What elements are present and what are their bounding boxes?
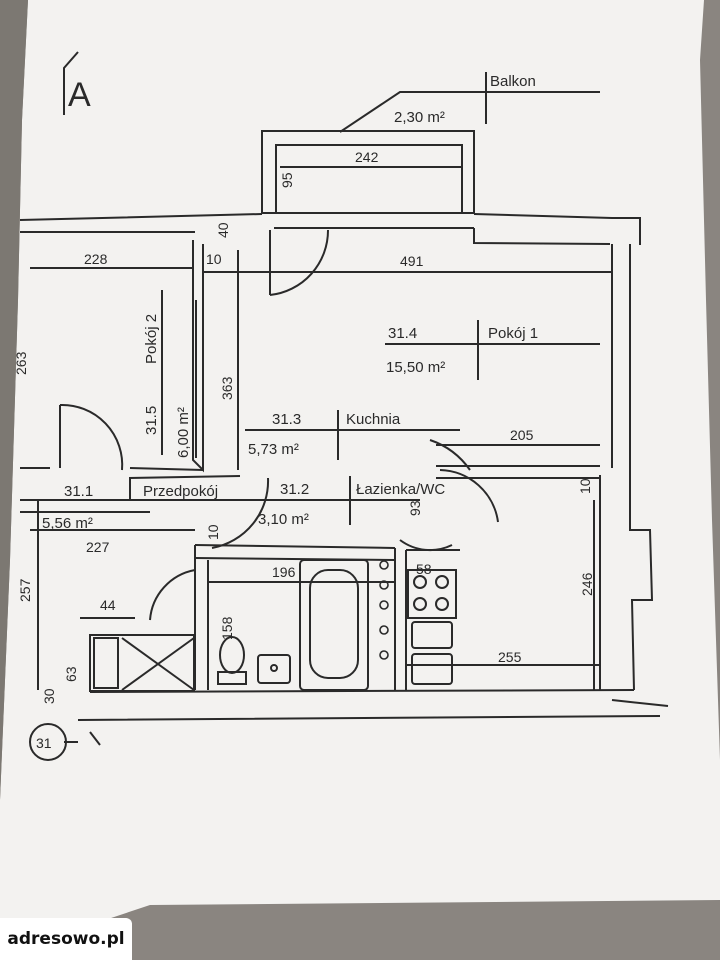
dim-44: 44 (100, 597, 116, 613)
pokoj2-area: 6,00 m² (175, 407, 192, 458)
dim-263: 263 (13, 351, 29, 375)
sheet-corner-mark (63, 51, 79, 115)
sheet-label: A (68, 76, 91, 114)
kuchnia-area: 5,73 m² (248, 441, 299, 458)
dim-95: 95 (279, 172, 295, 188)
marker-wall (64, 731, 101, 746)
fixture-dot (379, 580, 389, 590)
dim-255: 255 (498, 649, 522, 665)
dim-63: 63 (63, 666, 79, 682)
pokoj1-area: 15,50 m² (386, 359, 445, 376)
stove-burner-2 (435, 575, 449, 589)
dim-228: 228 (84, 251, 108, 267)
lazienka-name: Łazienka/WC (356, 481, 445, 498)
toilet-tank (217, 671, 247, 685)
room2-wall-bottom (20, 467, 204, 471)
hall-door (149, 569, 196, 621)
dim-10c: 10 (205, 524, 221, 540)
dim-58: 58 (416, 561, 432, 577)
vent-small (93, 637, 119, 689)
outer-wall-right (611, 244, 654, 691)
bathtub (299, 559, 369, 691)
kitchen-sink-2 (411, 653, 453, 685)
fixture-dots (379, 560, 389, 660)
vent-shaft (89, 634, 195, 692)
stove-burner-4 (435, 597, 449, 611)
pokoj2-num: 31.5 (143, 406, 160, 435)
room2-wall-right (192, 240, 204, 473)
dim-242: 242 (355, 149, 379, 165)
dim-205: 205 (510, 427, 534, 443)
kuchnia-name: Kuchnia (346, 411, 401, 428)
bathroom-door (211, 477, 270, 549)
outer-wall-bottom-ext (611, 699, 669, 707)
fixture-dot (379, 560, 389, 570)
bathroom-door-2 (399, 539, 453, 552)
pokoj1-num: 31.4 (388, 325, 417, 342)
bathroom-wall-right (394, 548, 407, 690)
vent-shaft-cross (121, 637, 195, 691)
corridor-wall (20, 475, 420, 501)
balkon-area: 2,30 m² (394, 109, 445, 126)
paper-shade (0, 0, 28, 800)
dim-40: 40 (215, 222, 231, 238)
balkon-name: Balkon (490, 73, 536, 90)
stove (407, 569, 457, 619)
lazienka-area: 3,10 m² (258, 511, 309, 528)
watermark-badge: adresowo.pl (0, 918, 132, 960)
fixture-dot (379, 650, 389, 660)
dim-10b: 10 (577, 478, 593, 494)
stove-burner-1 (413, 575, 427, 589)
bathtub-inner (309, 569, 359, 679)
washbasin (257, 654, 291, 684)
przedpokoj-name: Przedpokój (143, 483, 218, 500)
outer-wall-top (19, 213, 641, 245)
outer-wall-top-inner (20, 227, 611, 245)
room2-door (59, 403, 124, 471)
dim-93: 93 (407, 500, 423, 516)
kitchen-door (439, 469, 499, 523)
balcony-leader (339, 91, 600, 133)
dim-30: 30 (41, 688, 57, 704)
przedpokoj-area: 5,56 m² (42, 515, 93, 532)
pokoj1-name: Pokój 1 (488, 325, 538, 342)
watermark-text: adresowo.pl (7, 929, 125, 949)
kitchen-sink-1 (411, 621, 453, 649)
dim-196: 196 (272, 564, 296, 580)
marker-label: 31 (36, 735, 52, 751)
kuchnia-num: 31.3 (272, 411, 301, 428)
stove-burner-3 (413, 597, 427, 611)
dim-227: 227 (86, 539, 110, 555)
dim-363: 363 (219, 376, 235, 400)
dim-491: 491 (400, 253, 424, 269)
dim-10a: 10 (206, 251, 222, 267)
dim-257: 257 (17, 578, 33, 602)
room1-label-line (385, 320, 600, 380)
fixture-dot (379, 625, 389, 635)
kitchen-label-line (245, 410, 460, 460)
lazienka-num: 31.2 (280, 481, 309, 498)
kitchen-sweep (429, 439, 471, 471)
dim-158: 158 (219, 616, 235, 640)
dim-246: 246 (579, 572, 595, 596)
room1-door (269, 229, 330, 296)
fixture-dot (379, 600, 389, 610)
balcony-inner (275, 144, 463, 214)
przedpokoj-num: 31.1 (64, 483, 93, 500)
washbasin-drain (270, 664, 278, 672)
pokoj2-name: Pokój 2 (143, 314, 160, 364)
